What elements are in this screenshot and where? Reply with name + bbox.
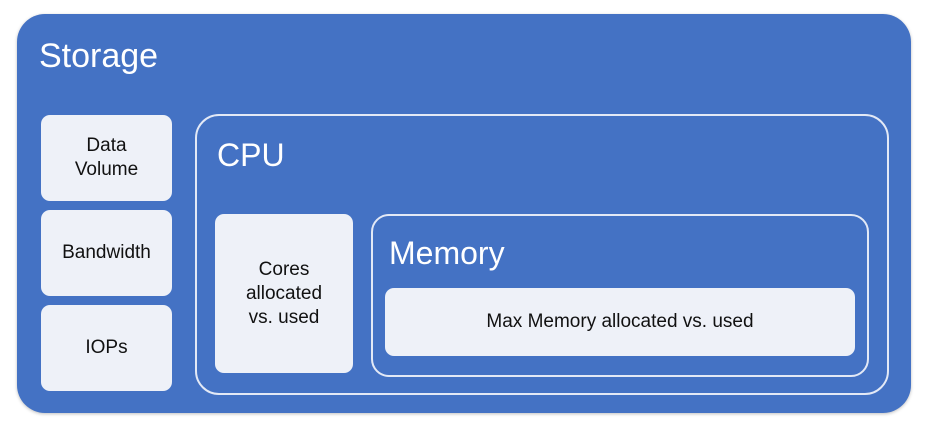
data-volume-box: Data Volume <box>41 115 172 201</box>
memory-container: Memory Max Memory allocated vs. used <box>371 214 869 377</box>
cores-box: Cores allocated vs. used <box>215 214 353 373</box>
max-memory-box: Max Memory allocated vs. used <box>385 288 855 356</box>
iops-label: IOPs <box>85 337 128 358</box>
cpu-container: CPU Cores allocated vs. used Memory Max … <box>195 114 889 395</box>
storage-title: Storage <box>39 37 159 75</box>
bandwidth-label: Bandwidth <box>62 242 151 263</box>
iops-box: IOPs <box>41 305 172 391</box>
memory-title: Memory <box>389 235 505 271</box>
data-volume-label: Data Volume <box>74 135 139 180</box>
max-memory-label: Max Memory allocated vs. used <box>486 311 754 332</box>
cores-label: Cores allocated vs. used <box>245 258 323 328</box>
storage-container: Storage Data Volume Bandwidth IOPs CPU C… <box>17 14 911 413</box>
cpu-title: CPU <box>217 137 285 173</box>
bandwidth-box: Bandwidth <box>41 210 172 296</box>
